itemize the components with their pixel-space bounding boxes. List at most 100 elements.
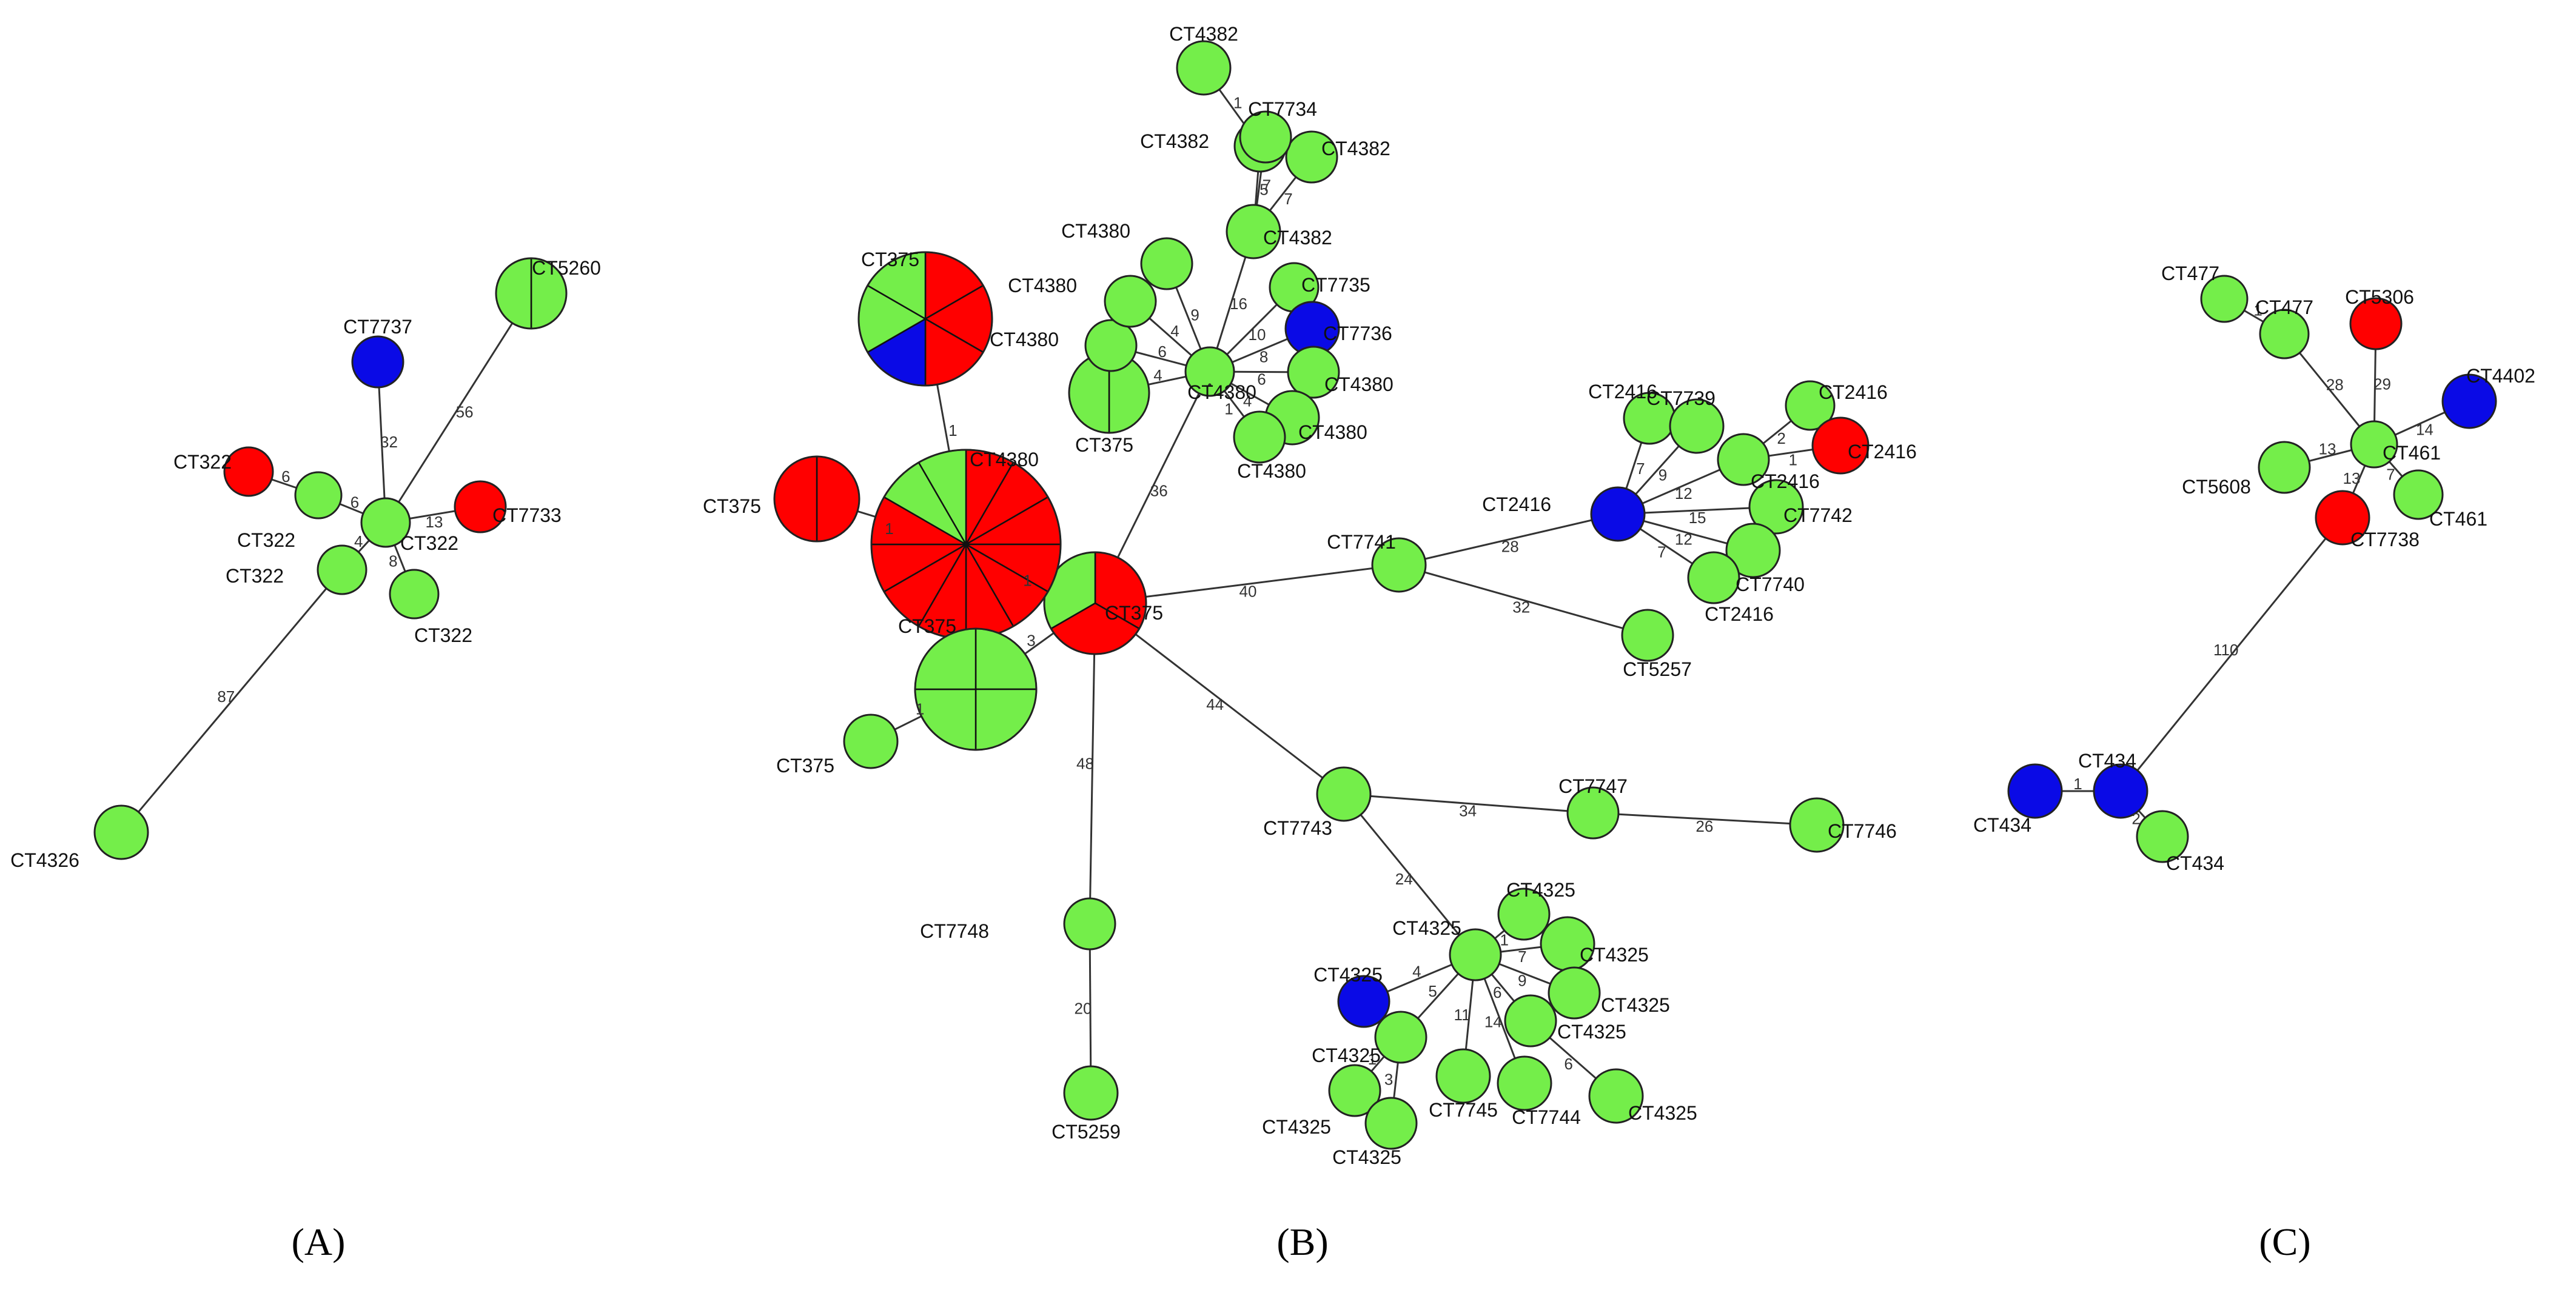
- node-b_7744[interactable]: [1497, 1055, 1552, 1111]
- node-circle: [1176, 40, 1232, 96]
- node-a_7737[interactable]: [351, 335, 404, 389]
- node-a_5260[interactable]: [495, 257, 568, 330]
- node-b_4325x[interactable]: [1504, 994, 1557, 1048]
- node-c_477a[interactable]: [2200, 275, 2249, 323]
- node-label: CT2416: [1588, 381, 1657, 403]
- edge-weight-label: 28: [1501, 538, 1519, 556]
- node-b_2416c[interactable]: [1811, 416, 1870, 475]
- node-c_434b[interactable]: [2093, 763, 2148, 819]
- node-b_375red[interactable]: [773, 455, 860, 543]
- node-c_5306[interactable]: [2349, 297, 2403, 350]
- node-c_5608[interactable]: [2258, 441, 2311, 494]
- node-a_322a[interactable]: [223, 446, 274, 497]
- node-b_5257[interactable]: [1621, 609, 1674, 662]
- node-b_4380b[interactable]: [1104, 275, 1157, 328]
- node-c_461b[interactable]: [2393, 469, 2444, 520]
- node-b_375g2[interactable]: [1068, 352, 1150, 434]
- node-c_4402[interactable]: [2441, 373, 2497, 429]
- node-b_4325w[interactable]: [1588, 1068, 1644, 1124]
- edge-weight-label: 13: [2319, 439, 2336, 458]
- node-c_434c[interactable]: [2136, 810, 2189, 863]
- edge-weight-label: 6: [281, 467, 290, 486]
- node-b_4380a[interactable]: [1084, 319, 1138, 372]
- node-b_4380g[interactable]: [1233, 410, 1286, 464]
- node-b_4325t[interactable]: [1497, 887, 1551, 941]
- node-label: CT7748: [920, 920, 989, 942]
- node-circle: [2258, 441, 2311, 494]
- node-b_4380d[interactable]: [1208, 383, 1212, 387]
- node-label: CT7734: [1248, 98, 1317, 120]
- node-b_4325blue[interactable]: [1337, 975, 1390, 1028]
- node-b_4380e[interactable]: [1287, 346, 1340, 399]
- node-b_4325y[interactable]: [1328, 1064, 1381, 1117]
- node-b_4382a[interactable]: [1176, 40, 1232, 96]
- node-a_7733[interactable]: [454, 480, 507, 533]
- node-b_7742[interactable]: [1748, 479, 1804, 535]
- edge-weight-label: 4: [1153, 366, 1162, 384]
- node-b_4325hub[interactable]: [1449, 928, 1502, 981]
- node-label: CT5257: [1623, 658, 1692, 680]
- node-circle: [2441, 373, 2497, 429]
- node-label: CT375: [776, 755, 834, 777]
- node-b_375pie[interactable]: [857, 251, 993, 387]
- edge-b_7741-b_2416hub: [1398, 513, 1618, 566]
- node-c_7738[interactable]: [2315, 490, 2370, 546]
- node-b_375g4[interactable]: [914, 627, 1038, 751]
- node-b_4382c[interactable]: [1285, 130, 1338, 184]
- node-b_4380c[interactable]: [1140, 237, 1193, 290]
- node-circle: [1588, 1068, 1644, 1124]
- node-circle: [351, 335, 404, 389]
- node-b_7747[interactable]: [1566, 786, 1620, 840]
- node-b_2416e[interactable]: [1687, 551, 1740, 604]
- node-b_4325z[interactable]: [1364, 1097, 1418, 1150]
- node-circle: [1449, 928, 1502, 981]
- node-a_322d[interactable]: [389, 569, 440, 620]
- node-circle: [1184, 346, 1235, 397]
- node-b_4325s[interactable]: [1374, 1011, 1427, 1064]
- node-b_5259[interactable]: [1063, 1065, 1119, 1121]
- edge-a_hub-a_5260: [384, 293, 532, 523]
- node-b_2416hub[interactable]: [1590, 486, 1646, 542]
- node-b_7748[interactable]: [1063, 897, 1116, 951]
- edge-weight-label: 6: [1493, 983, 1501, 1001]
- node-b_4325v[interactable]: [1548, 966, 1601, 1020]
- edge-weight-label: 8: [1259, 348, 1268, 366]
- node-b_7741[interactable]: [1371, 537, 1427, 593]
- node-circle: [1316, 766, 1372, 822]
- node-label: CT4325: [1313, 964, 1383, 986]
- node-a_322c[interactable]: [317, 544, 367, 595]
- node-b_2416d[interactable]: [1717, 433, 1770, 486]
- node-circle: [1590, 486, 1646, 542]
- edge-b_7743-b_4325hub: [1343, 794, 1477, 955]
- node-b_375sm[interactable]: [843, 714, 899, 769]
- node-label: CT7737: [343, 316, 412, 338]
- node-circle: [2393, 469, 2444, 520]
- node-b_7740[interactable]: [1725, 523, 1781, 578]
- node-c_477b[interactable]: [2259, 309, 2310, 359]
- node-label: CT4382: [1140, 130, 1209, 152]
- edge-weight-label: 40: [1239, 582, 1257, 600]
- node-circle: [1364, 1097, 1418, 1150]
- node-b_7734[interactable]: [1239, 110, 1292, 164]
- edge-weight-label: 2: [2132, 810, 2140, 828]
- node-b_4380hub[interactable]: [1184, 346, 1235, 397]
- node-c_461[interactable]: [2350, 420, 2398, 469]
- node-c_434a[interactable]: [2007, 763, 2063, 819]
- node-b_7746[interactable]: [1789, 797, 1845, 853]
- node-b_7745[interactable]: [1435, 1048, 1491, 1104]
- node-a_322b[interactable]: [294, 471, 343, 520]
- edge-weight-label: 4: [354, 532, 363, 550]
- node-b_2416b[interactable]: [1785, 380, 1836, 431]
- node-b_4380big[interactable]: [870, 449, 1062, 640]
- node-b_7739[interactable]: [1669, 398, 1725, 454]
- node-b_7743[interactable]: [1316, 766, 1372, 822]
- node-a_hub[interactable]: [360, 497, 411, 548]
- edge-weight-label: 6: [1257, 370, 1266, 388]
- edge-weight-label: 3: [1384, 1071, 1393, 1089]
- node-label: CT477: [2255, 296, 2313, 318]
- node-a_4326[interactable]: [93, 804, 149, 860]
- node-circle: [1497, 1055, 1552, 1111]
- edge-a_322c-a_4326: [120, 569, 343, 833]
- node-label: CT4380: [990, 329, 1059, 350]
- node-b_4382d[interactable]: [1226, 204, 1281, 259]
